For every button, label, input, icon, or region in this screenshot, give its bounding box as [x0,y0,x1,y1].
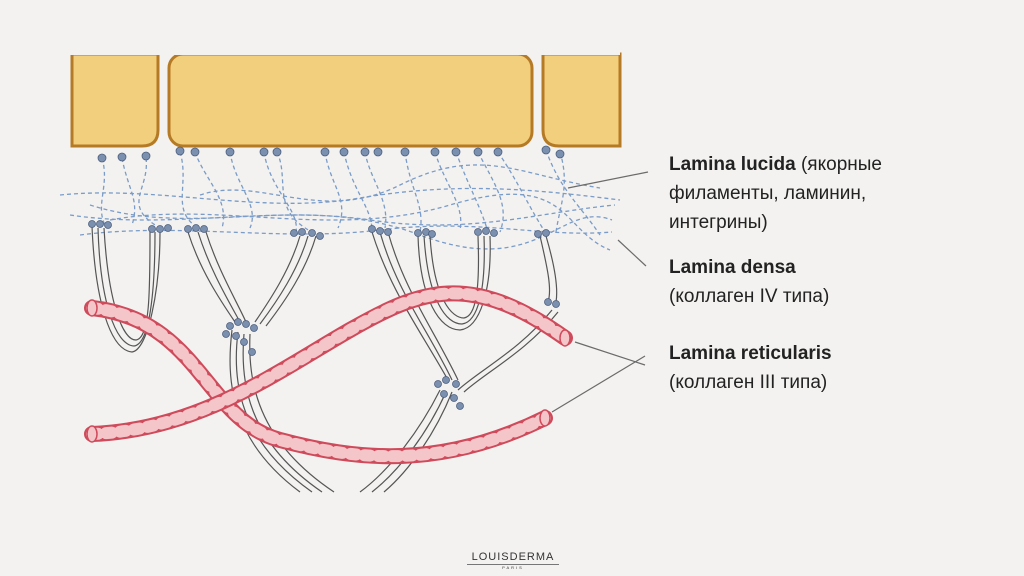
brand-logo-sub: PARIS [467,564,559,571]
leader-reticularis-1 [574,341,646,366]
label-lamina-densa: Lamina densa (коллаген IV типа) [669,253,969,311]
lamina-densa-desc: (коллаген IV типа) [669,286,830,307]
leader-reticularis-2 [551,355,646,413]
lamina-reticularis-term: Lamina reticularis [669,343,832,364]
brand-logo: LOUISDERMA PARIS [467,551,559,571]
epithelial-cell-middle [167,52,534,148]
lamina-reticularis-desc: (коллаген III типа) [669,372,828,393]
collagen-fiber-b [84,285,573,442]
leader-lines [551,171,649,413]
fibril-knobs [88,220,560,410]
label-lamina-reticularis: Lamina reticularis (коллаген III типа) [669,339,969,397]
lamina-lucida-desc-3: интегрины) [669,212,768,233]
lamina-lucida-network [59,149,621,251]
label-lamina-lucida: Lamina lucida (якорные филаменты, ламини… [669,150,969,237]
epithelial-cell-right [541,52,622,148]
leader-lucida [567,171,649,189]
lamina-lucida-desc-2: филаменты, ламинин, [669,183,867,204]
hemidesmosome-knobs [97,145,565,163]
lamina-lucida-term: Lamina lucida [669,154,796,175]
lamina-lucida-desc-1: (якорные [795,154,882,175]
lamina-densa-term: Lamina densa [669,257,796,278]
anchoring-fibrils [91,225,559,493]
brand-logo-name: LOUISDERMA [471,551,555,563]
epithelial-cell-left [70,52,160,148]
epithelial-cells [60,46,622,148]
leader-densa [617,239,647,267]
collagen-fibers [84,285,573,465]
